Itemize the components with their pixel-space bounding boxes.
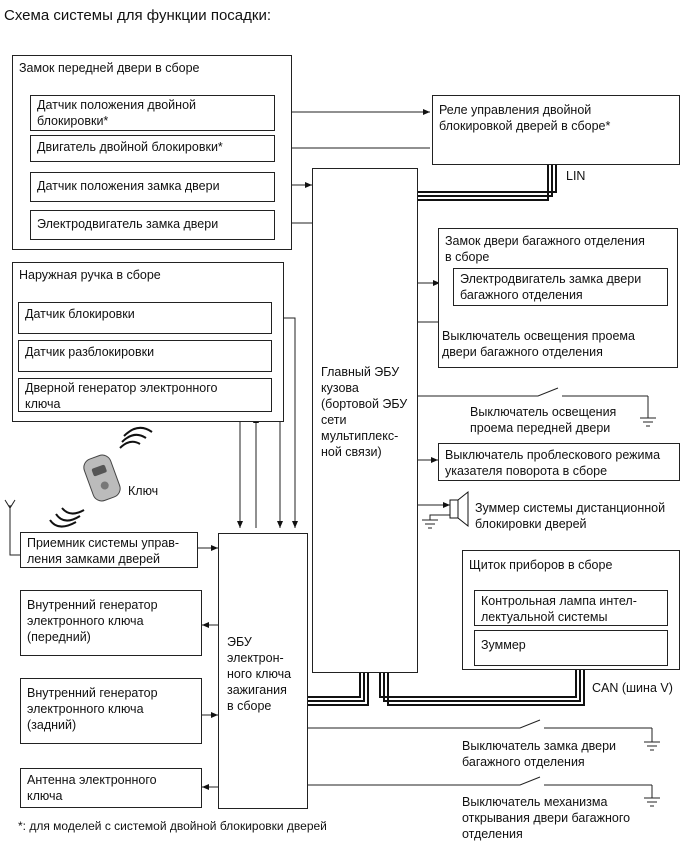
indoor-oscillator-rear: Внутренний генератор электронного ключа … xyxy=(20,678,202,744)
door-lock-position-sensor: Датчик положения замка двери xyxy=(30,172,275,202)
double-lock-relay: Реле управления двойной блокировкой двер… xyxy=(432,95,680,165)
can-label: CAN (шина V) xyxy=(592,681,673,695)
key-fob-icon xyxy=(49,426,153,528)
double-lock-motor: Двигатель двойной блокировки* xyxy=(30,135,275,162)
can-bus xyxy=(308,668,585,706)
smart-indicator-lamp: Контрольная лампа интел- лектуальной сис… xyxy=(474,590,668,626)
key-antenna: Антенна электронного ключа xyxy=(20,768,202,808)
back-door-courtesy-switch: Выключатель освещения проема двери багаж… xyxy=(442,329,635,359)
door-key-oscillator: Дверной генератор электронного ключа xyxy=(18,378,272,412)
front-door-lock-title: Замок передней двери в сборе xyxy=(19,61,200,75)
wireless-buzzer-label: Зуммер системы дистанционной блокировки … xyxy=(475,501,666,531)
outer-handle-title: Наружная ручка в сборе xyxy=(19,268,161,282)
back-door-lock-motor: Электродвигатель замка двери багажного о… xyxy=(453,268,668,306)
indoor-oscillator-front: Внутренний генератор электронного ключа … xyxy=(20,590,202,656)
main-body-ecu: Главный ЭБУ кузова (бортовой ЭБУ сети му… xyxy=(312,168,418,673)
page-title: Схема системы для функции посадки: xyxy=(4,7,272,24)
lin-bus xyxy=(418,165,557,201)
door-lock-motor: Электродвигатель замка двери xyxy=(30,210,275,240)
lin-label: LIN xyxy=(566,169,586,183)
key-label: Ключ xyxy=(128,484,159,498)
hazard-switch: Выключатель проблескового режима указате… xyxy=(438,443,680,481)
meter-buzzer: Зуммер xyxy=(474,630,668,666)
double-lock-position-sensor: Датчик положения двойной блокировки* xyxy=(30,95,275,131)
back-door-opener-switch: Выключатель механизма открывания двери б… xyxy=(462,795,631,841)
smart-key-ecu: ЭБУ электрон- ного ключа зажигания в сбо… xyxy=(218,533,308,809)
footnote: *: для моделей с системой двойной блокир… xyxy=(18,819,327,833)
front-door-courtesy-switch: Выключатель освещения проема передней дв… xyxy=(470,405,617,435)
unlock-sensor: Датчик разблокировки xyxy=(18,340,272,372)
lock-sensor: Датчик блокировки xyxy=(18,302,272,334)
back-door-lock-switch: Выключатель замка двери багажного отделе… xyxy=(462,739,617,769)
door-control-receiver: Приемник системы управ- ления замками дв… xyxy=(20,532,198,568)
speaker-icon xyxy=(449,490,469,528)
